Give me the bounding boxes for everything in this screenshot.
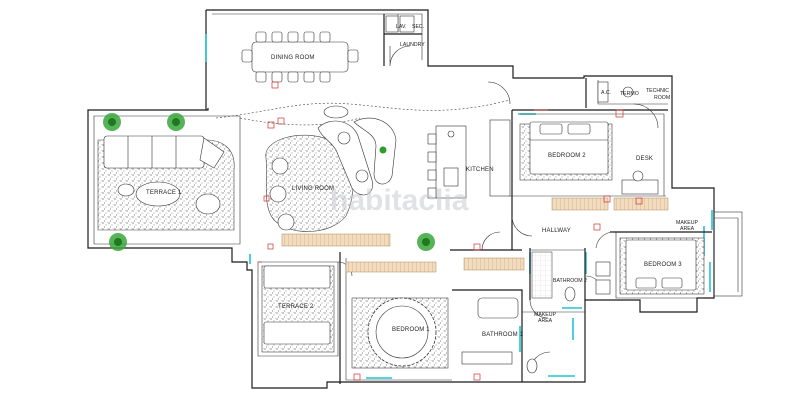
living-room-label: LIVING ROOM [292, 186, 334, 192]
makeup-area-top-label-2: AREA [680, 226, 695, 232]
hallway-label: HALLWAY [542, 228, 571, 234]
dining-table [241, 31, 359, 83]
bedroom-2-bed [529, 121, 609, 175]
toilet-1 [526, 358, 538, 374]
bedroom-1-label: BEDROOM 1 [392, 327, 430, 333]
outer-walls [87, 9, 715, 389]
desk-label: DESK [636, 156, 653, 162]
lav-label: LAV. [396, 24, 406, 30]
ceiling-curve-inner [239, 117, 361, 126]
bedroom-1-wardrobe [345, 261, 437, 273]
bathroom-1-vanity [461, 351, 513, 365]
bathroom-1-label: BATHROOM 1 [482, 332, 524, 338]
bedroom-2-label: BEDROOM 2 [548, 153, 586, 159]
sink-2a [595, 261, 611, 277]
plant-icon [417, 233, 435, 251]
makeup-area-top-label: MAKEUP [676, 220, 698, 226]
plant-icon [167, 113, 185, 131]
bedroom-1-bed [367, 297, 437, 367]
dining-room-label: DINING ROOM [271, 55, 315, 61]
laundry-label: LAUNDRY [400, 42, 425, 48]
terrace-1-sofa [103, 135, 225, 215]
toilet-2 [564, 286, 576, 302]
plant-icon [109, 233, 127, 251]
makeup-area-bottom-label: MAKEUP [534, 312, 556, 318]
electrical-markers [258, 81, 643, 381]
sec-label: SEC. [412, 24, 424, 30]
laundry-appliances [385, 15, 415, 33]
technic-room-label-1: TECHNIC [646, 88, 669, 94]
kitchen-counter [427, 119, 511, 199]
sink-2b [595, 279, 611, 295]
living-room-rug [265, 134, 354, 232]
terrace-1-label: TERRACE 1 [146, 190, 182, 196]
bedroom-3-bed [625, 239, 697, 291]
balcony-right [713, 211, 743, 297]
hallway-wardrobe [463, 257, 525, 271]
kitchen-label: KITCHEN [466, 167, 494, 173]
watermark: habitaclia [330, 184, 469, 217]
desk-chair [632, 170, 644, 182]
technic-room-label-2: ROOM [654, 95, 670, 101]
ac-label: A.C. [601, 90, 611, 96]
shower-2 [531, 251, 553, 299]
bathroom-2-label: BATHROOM 2 [553, 278, 587, 284]
living-room-sofa [269, 105, 397, 231]
desk [621, 179, 659, 195]
bedroom-2-wardrobe [551, 197, 609, 211]
ac-unit [597, 81, 609, 103]
bedroom-3-label: BEDROOM 3 [644, 262, 682, 268]
termo-tank [622, 86, 634, 98]
terrace-2-label: TERRACE 2 [278, 304, 314, 310]
bathtub [477, 297, 519, 319]
ceiling-curve [215, 99, 511, 119]
makeup-area-bottom-label-2: AREA [538, 318, 553, 324]
termo-label: TERMO [620, 91, 639, 97]
living-wood-unit [281, 233, 391, 247]
terrace-2-loungers [263, 265, 331, 345]
plant-icon [103, 113, 121, 131]
